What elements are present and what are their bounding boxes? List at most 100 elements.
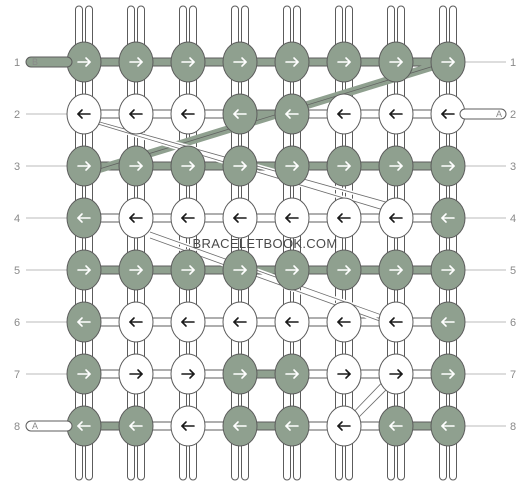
watermark: BRACELETBOOK.COM (193, 236, 338, 251)
arrow-head (285, 317, 291, 327)
arrow-left-icon (337, 109, 351, 119)
arrow-right-icon (129, 369, 143, 379)
arrow-right-icon (285, 265, 299, 275)
arrow-left-icon (129, 213, 143, 223)
horizontal-strand (201, 317, 227, 327)
knot (66, 301, 102, 343)
horizontal-strand (409, 161, 435, 171)
arrow-head (345, 265, 351, 275)
arrow-head (397, 161, 403, 171)
arrow-left-icon (77, 317, 91, 327)
row-label-left: 4 (14, 213, 20, 225)
arrow-head (233, 109, 239, 119)
arrow-head (181, 421, 187, 431)
arrow-head (397, 57, 403, 67)
arrow-right-icon (233, 265, 247, 275)
arrow-head (77, 109, 83, 119)
arrow-head (389, 317, 395, 327)
horizontal-strand (149, 265, 175, 275)
arrow-left-icon (389, 213, 403, 223)
knot (222, 197, 258, 239)
arrow-left-icon (441, 421, 455, 431)
row-label-left: 7 (14, 369, 20, 381)
horizontal-strand (409, 421, 435, 431)
horizontal-strand (149, 213, 175, 223)
horizontal-strand (201, 421, 227, 431)
row-label-left: 1 (14, 57, 20, 69)
arrow-head (337, 421, 343, 431)
horizontal-strand (409, 109, 435, 119)
knot (326, 93, 362, 135)
knot (118, 301, 154, 343)
horizontal-strand (357, 421, 383, 431)
knot (66, 145, 102, 187)
knot (274, 197, 310, 239)
arrow-head (137, 57, 143, 67)
horizontal-strand (305, 265, 331, 275)
knot (66, 249, 102, 291)
horizontal-strand (149, 161, 175, 171)
knot (378, 197, 414, 239)
arrow-head (285, 421, 291, 431)
arrow-head (397, 265, 403, 275)
arrow-head (345, 57, 351, 67)
arrow-left-icon (181, 317, 195, 327)
horizontal-strand (409, 317, 435, 327)
knot (430, 41, 466, 83)
arrow-head (449, 161, 455, 171)
row-label-right: 4 (510, 213, 516, 225)
arrow-right-icon (389, 57, 403, 67)
knot (326, 249, 362, 291)
horizontal-strand (201, 369, 227, 379)
arrow-left-icon (441, 317, 455, 327)
row-label-right: 7 (510, 369, 516, 381)
row-label-right: 2 (510, 109, 516, 121)
string-tag-left (25, 56, 73, 68)
horizontal-strand (201, 265, 227, 275)
horizontal-strand (253, 57, 279, 67)
horizontal-strand (201, 57, 227, 67)
knot (118, 93, 154, 135)
arrow-left-icon (337, 421, 351, 431)
knot (326, 353, 362, 395)
string-tags: BAA (25, 56, 507, 432)
arrow-head (337, 317, 343, 327)
horizontal-strand (305, 213, 331, 223)
horizontal-strand (97, 57, 123, 67)
knot (430, 301, 466, 343)
arrow-head (181, 213, 187, 223)
knot (118, 405, 154, 447)
knot (66, 353, 102, 395)
knot (430, 249, 466, 291)
arrow-left-icon (337, 213, 351, 223)
arrow-right-icon (233, 57, 247, 67)
arrow-head (233, 317, 239, 327)
horizontal-strand (357, 213, 383, 223)
horizontal-strand (149, 369, 175, 379)
horizontal-strand (149, 421, 175, 431)
horizontal-strand (149, 57, 175, 67)
row-guide-lines (26, 61, 506, 427)
horizontal-strand (305, 317, 331, 327)
knot (170, 405, 206, 447)
knot (222, 41, 258, 83)
knot (326, 301, 362, 343)
knot (430, 93, 466, 135)
arrow-head (137, 369, 143, 379)
arrow-head (241, 369, 247, 379)
arrow-left-icon (181, 213, 195, 223)
knot (118, 41, 154, 83)
arrow-left-icon (441, 109, 455, 119)
horizontal-strand (97, 265, 123, 275)
arrow-right-icon (181, 57, 195, 67)
arrow-head (129, 213, 135, 223)
horizontal-strand (409, 265, 435, 275)
arrow-right-icon (389, 369, 403, 379)
knot (66, 93, 102, 135)
arrow-head (337, 109, 343, 119)
arrow-right-icon (441, 265, 455, 275)
arrow-left-icon (233, 421, 247, 431)
arrow-right-icon (77, 369, 91, 379)
arrow-head (449, 265, 455, 275)
